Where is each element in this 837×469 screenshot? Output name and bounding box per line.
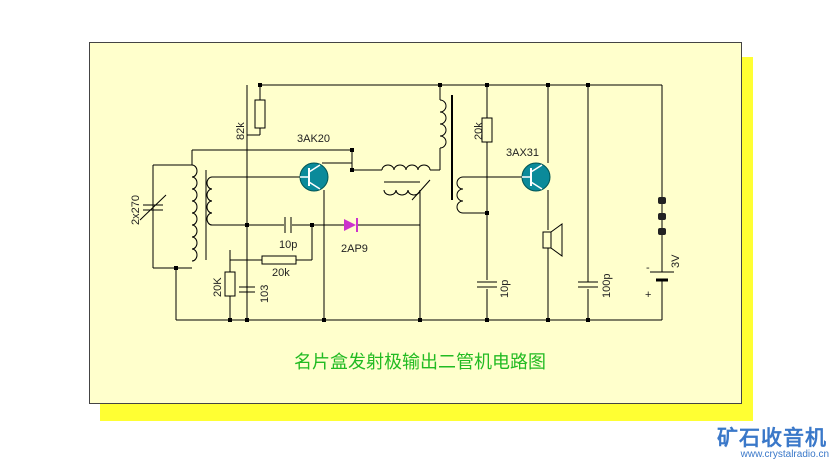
label-r20k-a: 20k [272, 267, 290, 279]
label-d2ap9: 2AP9 [341, 243, 368, 255]
junction-dot [546, 318, 550, 322]
coil-interstage [381, 164, 431, 171]
switch-contact [658, 228, 666, 235]
junction-dot [438, 83, 442, 87]
tap-arrow [411, 179, 431, 201]
transistor-q2 [521, 162, 551, 192]
resistor-82k [254, 99, 266, 129]
coil-interstage-secondary [383, 189, 421, 196]
label-plus: + [645, 289, 651, 301]
transistor-q1 [299, 162, 329, 192]
coil-secondary [206, 176, 213, 226]
label-c10p-b: 10p [499, 280, 511, 298]
coil-primary [191, 164, 198, 262]
junction-dot [245, 223, 249, 227]
label-c103: 103 [259, 285, 271, 303]
junction-dot [418, 318, 422, 322]
junction-dot [485, 211, 489, 215]
coil-output-secondary [456, 176, 464, 214]
speaker-body [542, 231, 552, 249]
junction-dot [174, 266, 178, 270]
label-r82k: 82k [235, 122, 247, 140]
switch-contact [658, 197, 666, 204]
junction-dot [586, 318, 590, 322]
junction-dot [350, 148, 354, 152]
junction-dot [350, 168, 354, 172]
junction-dot [245, 318, 249, 322]
watermark-logo: 矿石收音机 [717, 426, 827, 450]
diagram-card [89, 42, 742, 404]
junction-dot [258, 83, 262, 87]
label-q2: 3AX31 [506, 147, 539, 159]
resistor-20k-v [224, 271, 236, 297]
junction-dot [586, 83, 590, 87]
label-r20k-c: 20k [473, 122, 485, 140]
diagram-title: 名片盒发射极输出二管机电路图 [294, 352, 546, 373]
coil-output-primary [439, 99, 447, 149]
label-3v: 3V [670, 254, 682, 268]
diode-2ap9 [344, 218, 358, 232]
speaker-cone [550, 223, 563, 257]
label-c10p-a: 10p [279, 239, 297, 251]
junction-dot [485, 83, 489, 87]
label-minus: - [646, 262, 650, 274]
switch-contact [658, 213, 666, 220]
junction-dot [485, 318, 489, 322]
label-c100p: 100p [601, 274, 613, 298]
junction-dot [322, 318, 326, 322]
resistor-20k-h [261, 255, 297, 265]
label-c2x270: 2x270 [130, 195, 142, 225]
label-q1: 3AK20 [297, 133, 330, 145]
label-r20k-b: 20K [212, 277, 224, 297]
watermark-url: www.crystalradio.cn [740, 449, 829, 460]
junction-dot [546, 83, 550, 87]
variable-arrow [139, 194, 167, 221]
junction-dot [310, 223, 314, 227]
junction-dot [228, 318, 232, 322]
